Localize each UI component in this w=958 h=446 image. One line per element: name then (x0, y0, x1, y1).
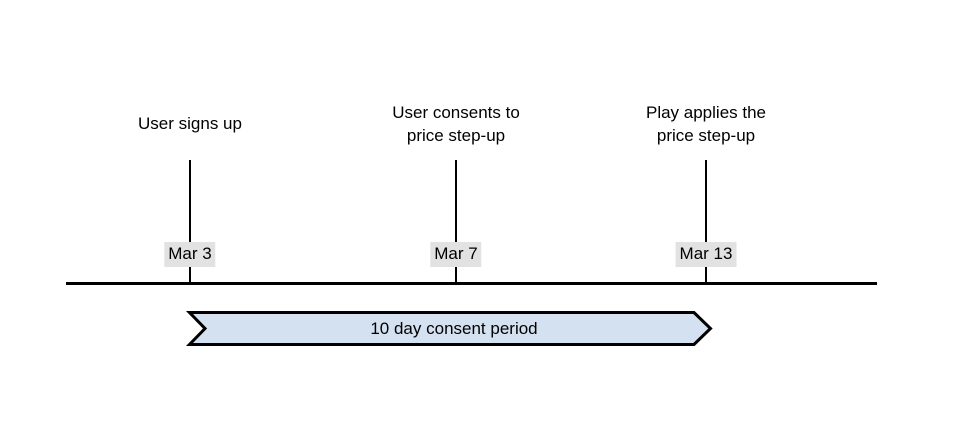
event-label-line2: price step-up (406, 126, 506, 145)
event-tick-line (189, 160, 191, 283)
event-tick-line (455, 160, 457, 283)
timeline-axis (66, 282, 877, 285)
event-label: Play applies the price step-up (646, 101, 766, 147)
event-date-badge: Mar 7 (430, 242, 482, 267)
event-date-badge: Mar 3 (164, 242, 216, 267)
event-label-line1: User consents to (392, 103, 520, 122)
event-date-badge: Mar 13 (675, 242, 737, 267)
consent-period-arrow-shape (185, 311, 713, 346)
consent-period-banner: 10 day consent period (185, 311, 713, 346)
event-label: User signs up (138, 112, 242, 135)
event-label-line1: User signs up (138, 114, 242, 133)
event-label-line2: price step-up (656, 126, 756, 145)
event-label-line1: Play applies the (645, 103, 767, 122)
event-tick-line (705, 160, 707, 283)
event-label: User consents to price step-up (392, 101, 520, 147)
